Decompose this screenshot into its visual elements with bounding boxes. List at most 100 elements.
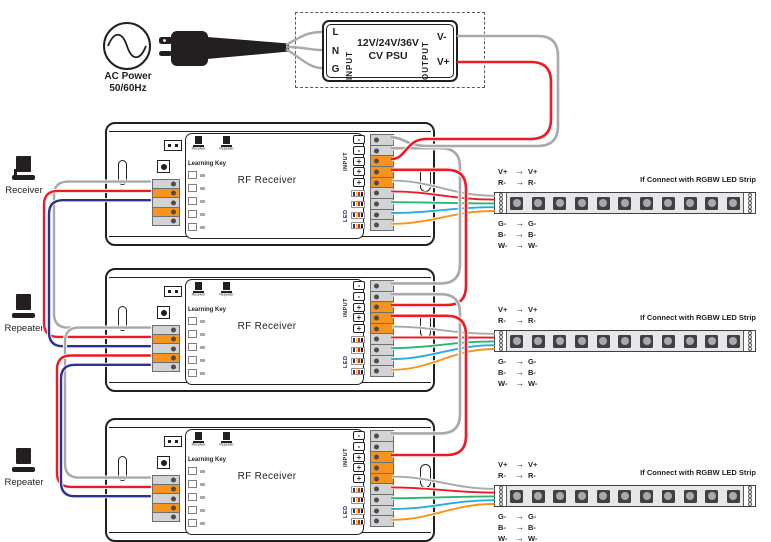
strip-bottom-connections: G-→G- B-→B- W-→W-: [498, 511, 538, 542]
strip-solder-pads: [743, 331, 755, 351]
terminal-symbol-plus: +: [353, 324, 365, 334]
mode-indicators: Receiver Repeater: [186, 136, 239, 153]
arrow-icon: →: [515, 218, 524, 228]
led-chip-icon: [510, 196, 523, 210]
terminal-symbol-minus: -: [353, 441, 365, 451]
led-chip-icon: [683, 196, 697, 210]
input-bracket-label: INPUT: [343, 152, 349, 172]
led-row: [510, 193, 740, 213]
terminal-symbol-plus: +: [353, 463, 365, 473]
mounting-hole-icon: [420, 464, 431, 488]
led-chip-icon: [661, 489, 675, 503]
terminal-symbol-plus: +: [353, 302, 365, 312]
arrow-icon: →: [515, 356, 524, 366]
strip-solder-pads: [743, 193, 755, 213]
repeater-mode-icon: [221, 136, 232, 147]
led-chip-icon: [510, 334, 523, 348]
receiver-mode-label: Receiver: [191, 147, 206, 151]
dip-switches: [188, 171, 205, 236]
led-strip: [494, 330, 756, 352]
led-port-label: LED: [343, 209, 349, 223]
led-chip-icon: [640, 489, 654, 503]
antenna-connector-icon: [164, 286, 182, 297]
terminal-symbol-minus: -: [353, 145, 365, 155]
arrow-icon: →: [515, 459, 524, 469]
terminal-symbol-plus: +: [353, 474, 365, 484]
receiver-panel: [185, 133, 364, 239]
antenna-connector-icon: [164, 140, 182, 151]
repeater-mode-label: Repeater: [219, 293, 234, 297]
led-channel-chip: [351, 518, 365, 526]
led-chip-icon: [575, 196, 589, 210]
arrow-icon: →: [515, 177, 524, 187]
terminal-symbol-minus: -: [353, 431, 365, 440]
led-chip-icon: [575, 489, 589, 503]
mounting-hole-icon: [420, 168, 431, 192]
power-led-terminal-block: [370, 134, 394, 231]
enclosure-line: [109, 131, 431, 133]
led-channel-chip: [351, 486, 365, 493]
led-channel-chip: [351, 200, 365, 208]
mounting-hole-icon: [118, 160, 127, 185]
mounting-hole-icon: [118, 306, 127, 331]
psu-input-terminals: L N G: [331, 27, 340, 75]
ac-power-label: AC Power 50/60Hz: [104, 71, 152, 94]
terminal-symbol-minus: -: [353, 281, 365, 290]
led-chip-icon: [683, 334, 697, 348]
terminal-symbol-plus: +: [353, 156, 365, 166]
receiver-mode-icon: [193, 136, 204, 147]
led-chip-icon: [596, 196, 610, 210]
led-channel-chip: [351, 222, 365, 230]
led-chip-icon: [618, 334, 632, 348]
remote-terminal-block: [152, 475, 180, 522]
led-channel-chip: [351, 496, 365, 504]
mounting-hole-icon: [420, 314, 431, 338]
led-chip-icon: [726, 196, 740, 210]
led-port-label: LED: [343, 355, 349, 369]
arrow-icon: →: [515, 511, 524, 521]
receiver-mode-label: Receiver: [191, 293, 206, 297]
terminal-symbol-plus: +: [353, 178, 365, 188]
led-chip-icon: [726, 489, 740, 503]
strip-solder-pads: [495, 331, 507, 351]
learning-key-button: [157, 306, 170, 319]
receiver-mode-icon: [193, 282, 204, 293]
terminal-symbol-plus: +: [353, 452, 365, 462]
terminal-symbol-minus: -: [353, 135, 365, 144]
led-channel-chip: [351, 507, 365, 515]
learning-key-button: [157, 160, 170, 173]
strip-solder-pads: [495, 193, 507, 213]
strip-note: If Connect with RGBW LED Strip: [640, 175, 756, 184]
dip-switches: [188, 317, 205, 382]
receiver-mode-icon: [193, 432, 204, 443]
repeater-mode-icon: [221, 432, 232, 443]
led-row: [510, 486, 740, 506]
led-chip-icon: [640, 334, 654, 348]
led-channel-chip: [351, 368, 365, 376]
led-channel-chip: [351, 211, 365, 219]
mode-indicators: Receiver Repeater: [186, 432, 239, 449]
repeater-icon-2: Repeater: [4, 448, 44, 488]
strip-solder-pads: [743, 486, 755, 506]
led-chip-icon: [661, 334, 675, 348]
strip-bottom-connections: G-→G- B-→B- W-→W-: [498, 218, 538, 251]
led-port-label: LED: [343, 505, 349, 519]
remote-terminal-block: [152, 325, 180, 372]
led-channel-chip: [351, 190, 365, 197]
led-strip-assembly-3: V+→V+ R-→R- If Connect with RGBW LED Str…: [494, 459, 756, 542]
led-chip-icon: [705, 196, 719, 210]
strip-top-connections: V+→V+ R-→R-: [498, 166, 538, 188]
receiver-title: RF Receiver: [237, 471, 297, 482]
led-chip-icon: [640, 196, 654, 210]
led-channel-chip: [351, 336, 365, 343]
arrow-icon: →: [515, 240, 524, 250]
enclosure-line: [109, 427, 431, 429]
learning-key-label: Learning Key: [188, 161, 227, 167]
led-strip-assembly-1: V+→V+ R-→R- If Connect with RGBW LED Str…: [494, 166, 756, 278]
repeater-label-1: Repeater: [4, 323, 44, 334]
arrow-icon: →: [515, 315, 524, 325]
led-chip-icon: [531, 196, 545, 210]
terminal-symbol-plus: +: [353, 313, 365, 323]
terminal-symbol-plus: +: [353, 167, 365, 177]
remote-receiver-icon: Receiver: [5, 156, 43, 196]
